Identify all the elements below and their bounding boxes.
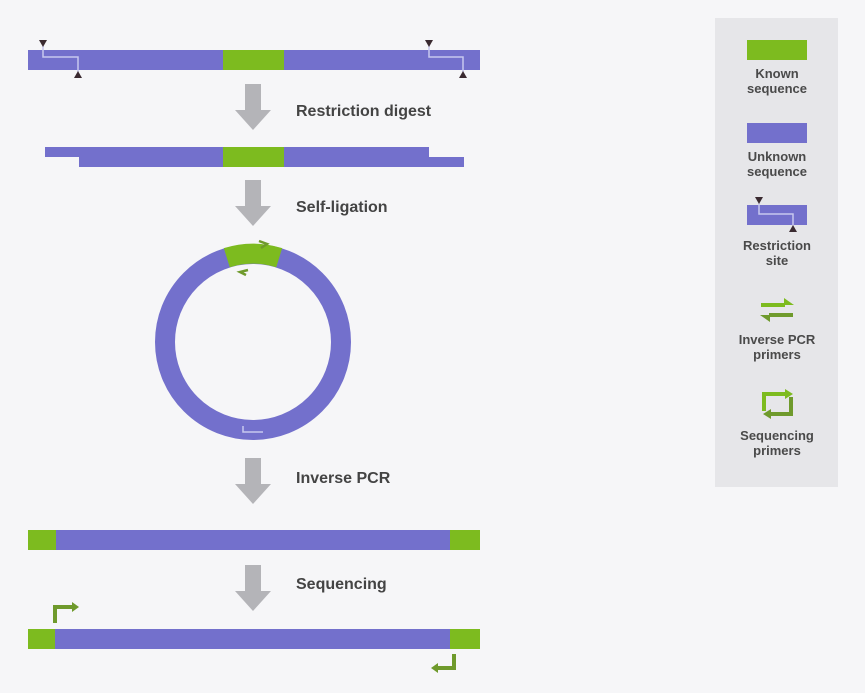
- step-self-ligation: Self-ligation: [296, 199, 388, 216]
- step-inverse-pcr: Inverse PCR: [296, 470, 391, 487]
- legend-known-swatch: [747, 40, 807, 60]
- inverse-primers-icon: [760, 298, 794, 322]
- legend-label: Unknown: [748, 149, 807, 164]
- down-arrow: [235, 84, 271, 130]
- legend-label: sequence: [747, 164, 807, 179]
- legend-label: Inverse PCR: [739, 332, 816, 347]
- pcr-product: [28, 530, 480, 550]
- inverse-primer-forward: [258, 239, 270, 250]
- down-arrow: [235, 565, 271, 611]
- legend-unknown-swatch: [747, 123, 807, 143]
- down-arrow: [235, 180, 271, 226]
- sequencing-primers-icon: [762, 389, 793, 419]
- known-sequence: [223, 50, 284, 70]
- inverse-primer-reverse: [236, 268, 249, 277]
- legend-label: site: [766, 253, 788, 268]
- legend-label: primers: [753, 443, 801, 458]
- circular-dna: [155, 239, 351, 440]
- step-sequencing: Sequencing: [296, 576, 387, 593]
- down-arrow: [235, 458, 271, 504]
- sequencing-product: [28, 602, 480, 673]
- legend: Known sequence Unknown sequence Restrict…: [715, 18, 838, 487]
- step-restriction-digest: Restriction digest: [296, 103, 432, 120]
- legend-label: Restriction: [743, 238, 811, 253]
- legend-label: Sequencing: [740, 428, 814, 443]
- restriction-site-left: [42, 46, 79, 72]
- restriction-site-right: [428, 46, 464, 72]
- legend-label: primers: [753, 347, 801, 362]
- legend-restriction-swatch: [747, 205, 807, 225]
- sequencing-primer-reverse: [437, 654, 456, 670]
- genomic-dna: [28, 40, 480, 78]
- legend-label: sequence: [747, 81, 807, 96]
- digested-fragment: [45, 147, 464, 167]
- sequencing-primer-forward: [53, 605, 73, 623]
- legend-label: Known: [755, 66, 798, 81]
